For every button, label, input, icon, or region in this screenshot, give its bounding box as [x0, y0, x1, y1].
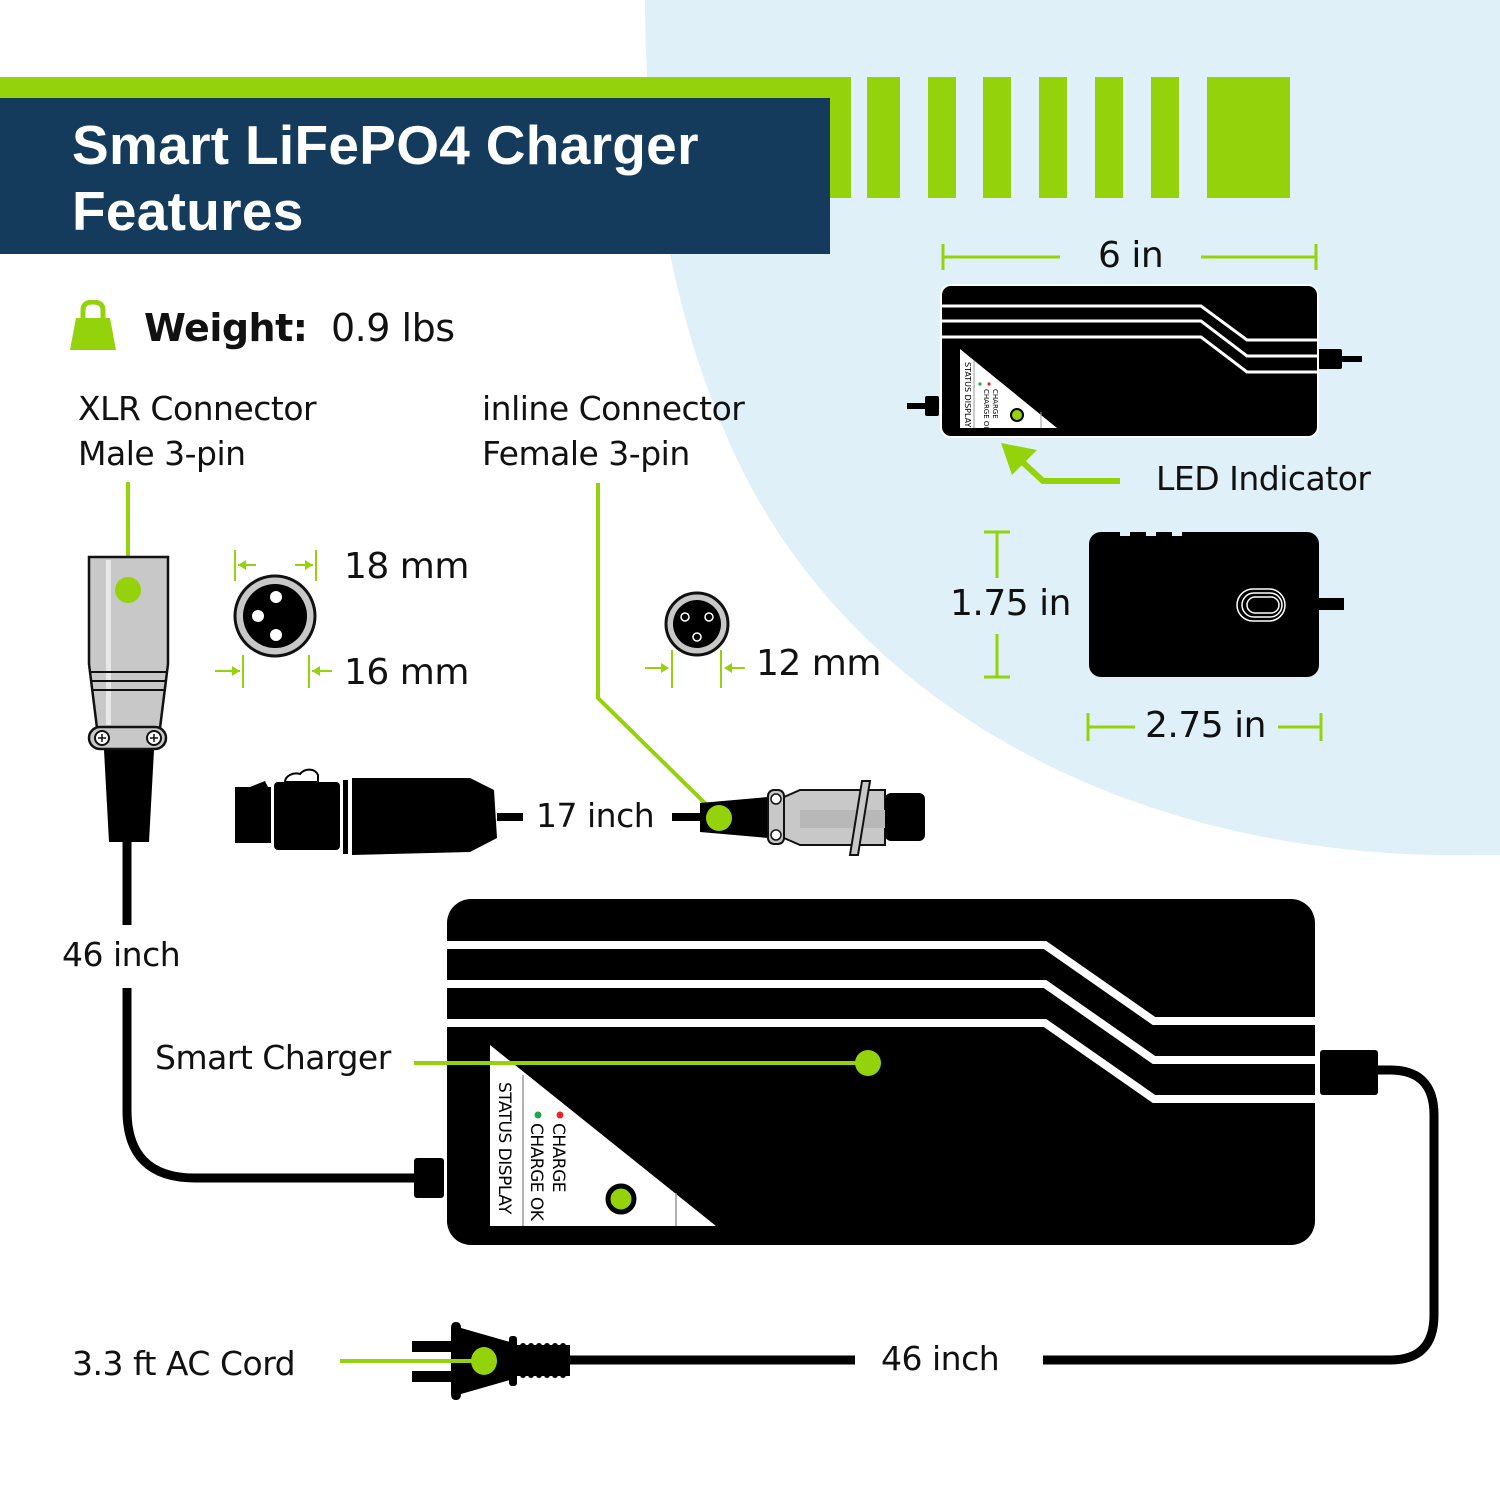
small-charger-top-view: STATUS DISPLAY CHARGE OK CHARGE: [907, 284, 1362, 438]
charge-ok-text: CHARGE OK: [526, 1123, 546, 1222]
dimension-line-width: [1086, 713, 1323, 741]
smart-charger-label: Smart Charger: [155, 1038, 391, 1077]
inline-connector-leader-line: [596, 483, 719, 817]
dc-cable-length: 46 inch: [62, 935, 181, 974]
dc-cable-strain-relief: [414, 1158, 444, 1198]
svg-text:STATUS DISPLAY: STATUS DISPLAY: [963, 362, 972, 427]
extension-cable-segment: [672, 813, 702, 821]
charger-length-dimension: 6 in: [1098, 235, 1164, 276]
extension-cable-length: 17 inch: [536, 796, 655, 835]
page-title-line2: Features: [72, 180, 304, 242]
inline-connector-title: inline Connector: [482, 389, 745, 428]
svg-text:CHARGE OK: CHARGE OK: [982, 389, 990, 431]
inline-diameter: 12 mm: [756, 643, 881, 684]
inline-pin-face-illustration: [664, 591, 730, 657]
weight-value: 0.9 lbs: [331, 306, 455, 350]
weight-label: Weight:: [144, 306, 308, 350]
inline-female-connector-illustration: [700, 780, 925, 856]
dimension-line-height: [984, 530, 1010, 679]
dimension-arrows-inline: [645, 650, 745, 688]
small-charger-side-view: [1089, 530, 1344, 677]
charger-width-dimension: 2.75 in: [1145, 705, 1266, 746]
ac-cable-length: 46 inch: [881, 1339, 1000, 1378]
xlr-outer-diameter: 18 mm: [344, 546, 469, 587]
led-indicator-arrow-icon: [1001, 443, 1120, 484]
ac-input-cable: [535, 1065, 1439, 1365]
inline-connector-label: inline Connector Female 3-pin: [482, 386, 745, 476]
ac-cord-label: 3.3 ft AC Cord: [72, 1344, 296, 1383]
smart-charger-body-illustration: STATUS DISPLAY CHARGE OK CHARGE: [447, 899, 1315, 1245]
inline-connector-subtitle: Female 3-pin: [482, 434, 690, 473]
ac-cable-strain-relief: [1320, 1050, 1378, 1095]
xlr-male-connector-illustration: [87, 482, 170, 842]
dc-output-cable: [122, 842, 418, 1183]
green-stripes-decoration: [867, 77, 1290, 198]
xlr-female-connector-illustration: [235, 768, 523, 855]
svg-text:CHARGE: CHARGE: [991, 389, 999, 419]
title-banner: [0, 98, 830, 254]
page-title-line1: Smart LiFePO4 Charger: [72, 114, 699, 176]
xlr-connector-title: XLR Connector: [78, 389, 317, 428]
xlr-inner-diameter: 16 mm: [344, 652, 469, 693]
status-display-text: STATUS DISPLAY: [494, 1082, 514, 1215]
charge-text: CHARGE: [548, 1123, 568, 1192]
smart-charger-leader-line: [414, 1050, 881, 1076]
xlr-connector-subtitle: Male 3-pin: [78, 434, 246, 473]
xlr-pin-face-illustration: [233, 574, 317, 658]
dimension-arrows-xlr: [215, 550, 332, 688]
led-indicator-label: LED Indicator: [1156, 459, 1371, 498]
weight-bag-icon: [70, 300, 116, 350]
dimension-line-length: [941, 244, 1318, 270]
page-title: Smart LiFePO4 Charger Features: [72, 112, 699, 244]
xlr-connector-label: XLR Connector Male 3-pin: [78, 386, 317, 476]
ac-plug-illustration: [340, 1322, 570, 1400]
charger-height-dimension: 1.75 in: [950, 583, 1071, 624]
